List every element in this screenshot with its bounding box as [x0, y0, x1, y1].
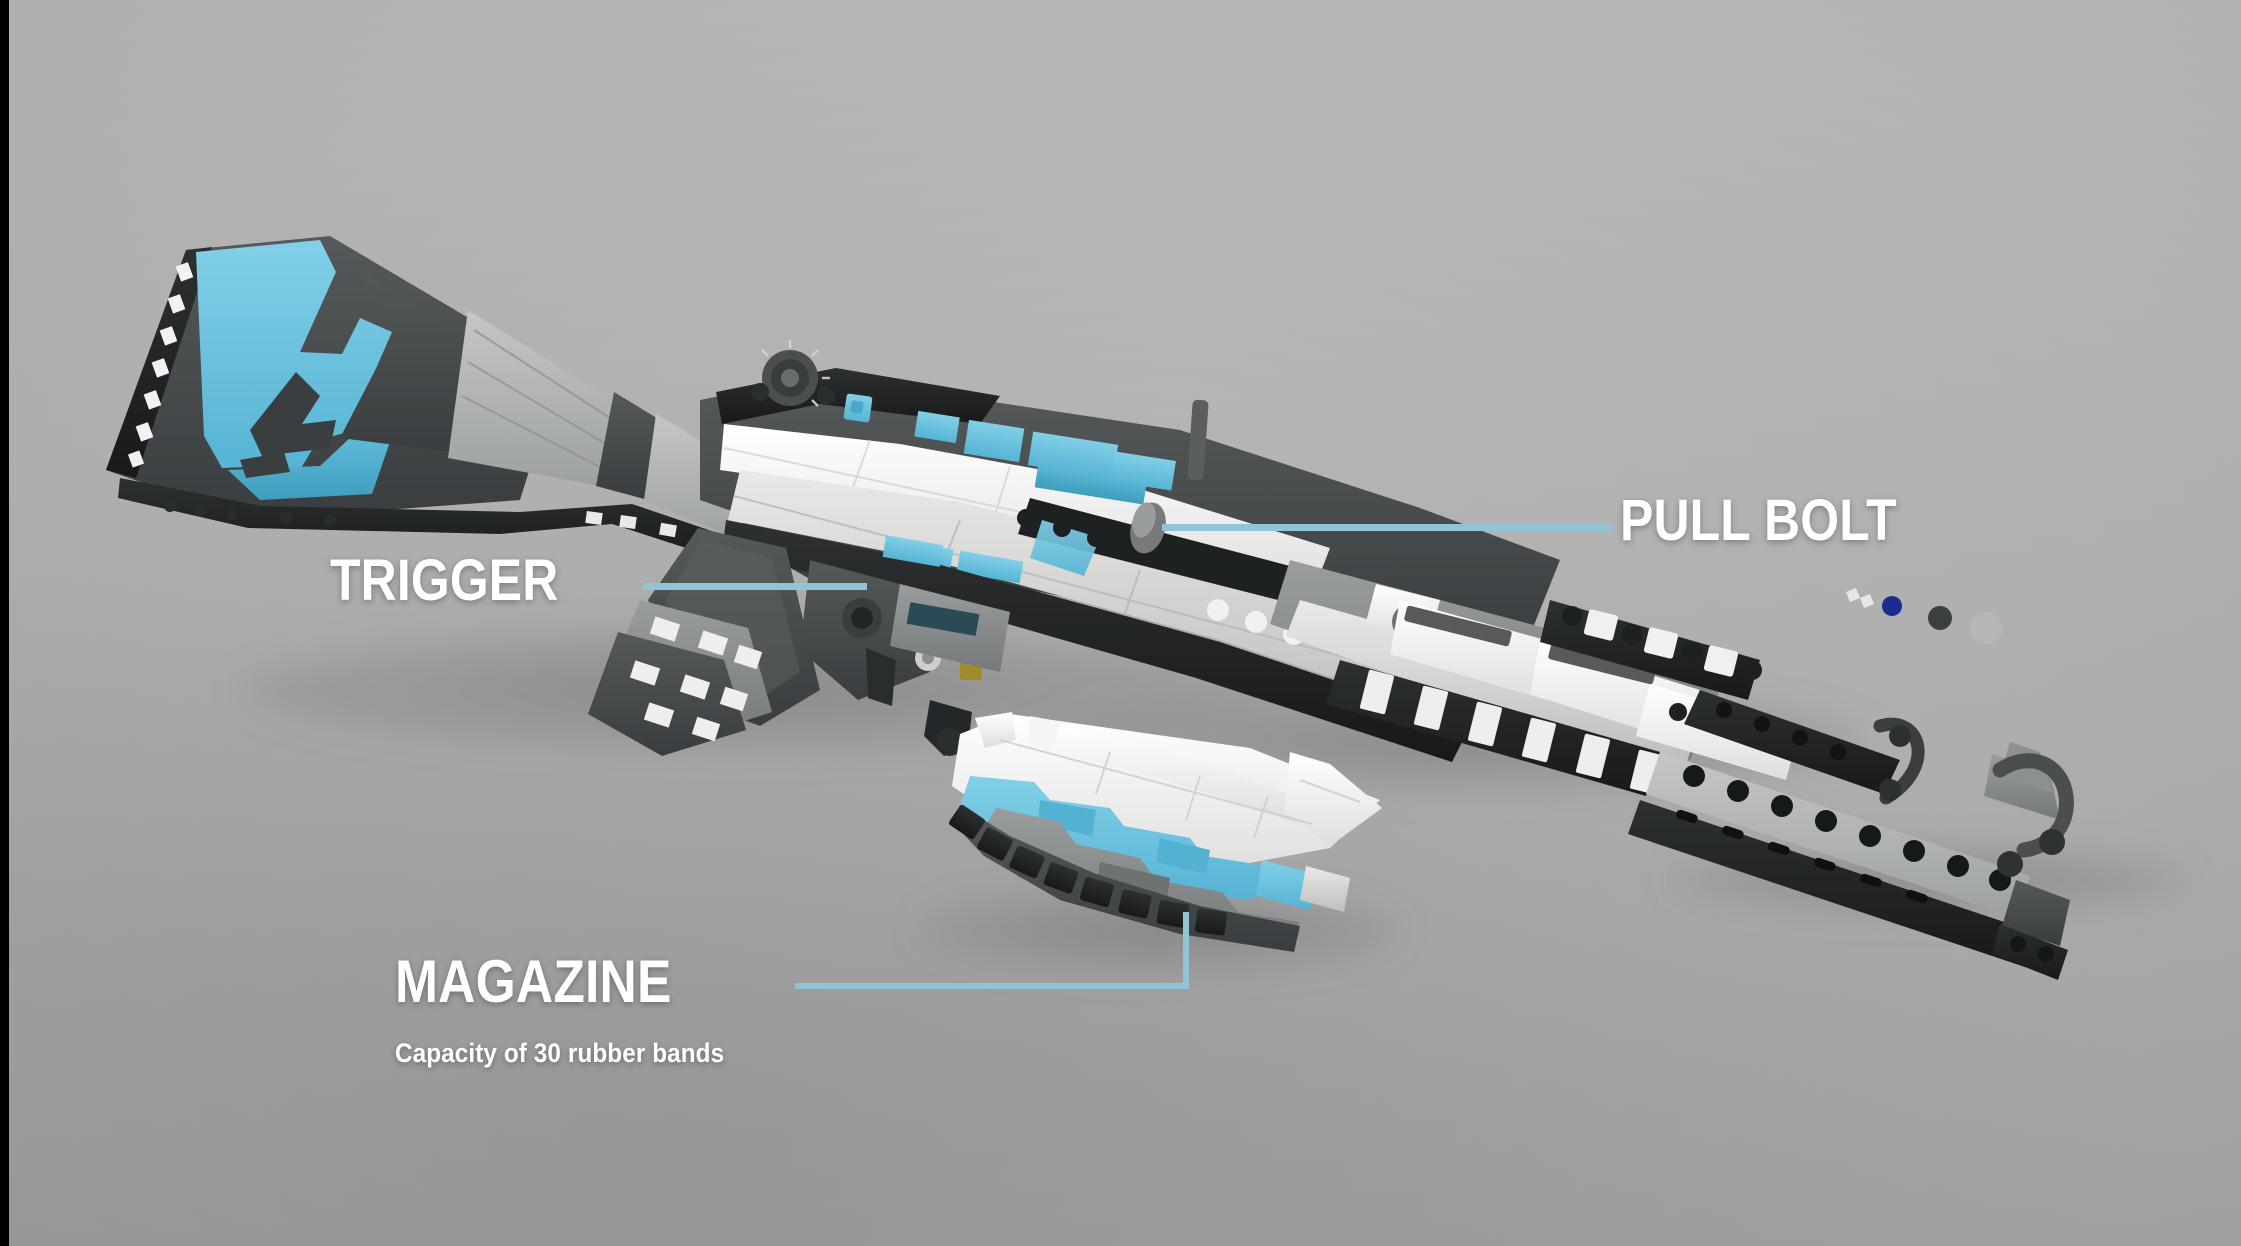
leader-line-magazine-horizontal [795, 983, 1189, 989]
callout-magazine-subtitle: Capacity of 30 rubber bands [395, 1038, 725, 1068]
callout-pull-bolt: PULL BOLT [1620, 492, 1942, 550]
leader-line-trigger [643, 583, 867, 590]
leader-line-pull-bolt [1162, 524, 1612, 531]
leader-line-magazine-vertical [1183, 912, 1189, 989]
callout-trigger: TRIGGER [330, 552, 596, 610]
callout-pull-bolt-title: PULL BOLT [1620, 488, 1897, 553]
callout-trigger-title: TRIGGER [330, 548, 559, 613]
callout-magazine-title: MAGAZINE [395, 948, 672, 1015]
studio-backdrop [9, 0, 2241, 1246]
callout-magazine: MAGAZINE Capacity of 30 rubber bands [395, 952, 761, 1067]
left-letterbox-bar [0, 0, 9, 1246]
